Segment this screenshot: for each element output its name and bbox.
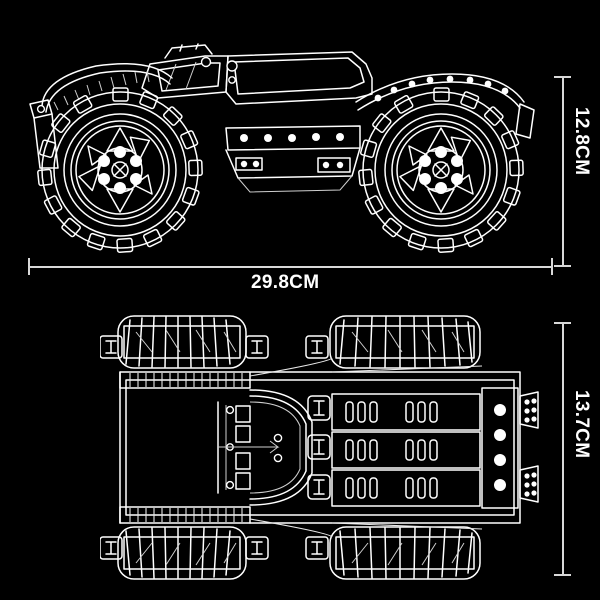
- axle-connectors: [100, 335, 329, 560]
- top-view-drawing: [100, 315, 539, 580]
- cargo-deck: [331, 393, 481, 507]
- length-dimension-tick-right: [551, 258, 553, 275]
- top-view-tire-front-left: [117, 315, 247, 369]
- width-dimension-tick-top: [554, 322, 571, 324]
- rear-axle-holes: [494, 404, 506, 491]
- length-dimension-tick-left: [28, 258, 30, 275]
- length-dimension-label: 29.8CM: [251, 272, 320, 293]
- width-dimension-tick-bottom: [554, 574, 571, 576]
- width-dimension-line: [562, 322, 564, 575]
- top-view-tire-front-right: [117, 526, 247, 580]
- front-wheel: [37, 87, 203, 253]
- height-dimension-label: 12.8CM: [571, 107, 592, 176]
- suspension-pads: [307, 395, 331, 500]
- rear-wheel: [358, 87, 524, 253]
- height-dimension-tick-bottom: [554, 265, 571, 267]
- height-dimension-line: [562, 76, 564, 266]
- width-dimension-label: 13.7CM: [571, 390, 592, 459]
- top-view-tire-rear-left: [329, 315, 481, 369]
- side-view-drawing: [29, 43, 535, 253]
- length-dimension-line: [28, 266, 552, 268]
- top-view-tire-rear-right: [329, 526, 481, 580]
- height-dimension-tick-top: [554, 76, 571, 78]
